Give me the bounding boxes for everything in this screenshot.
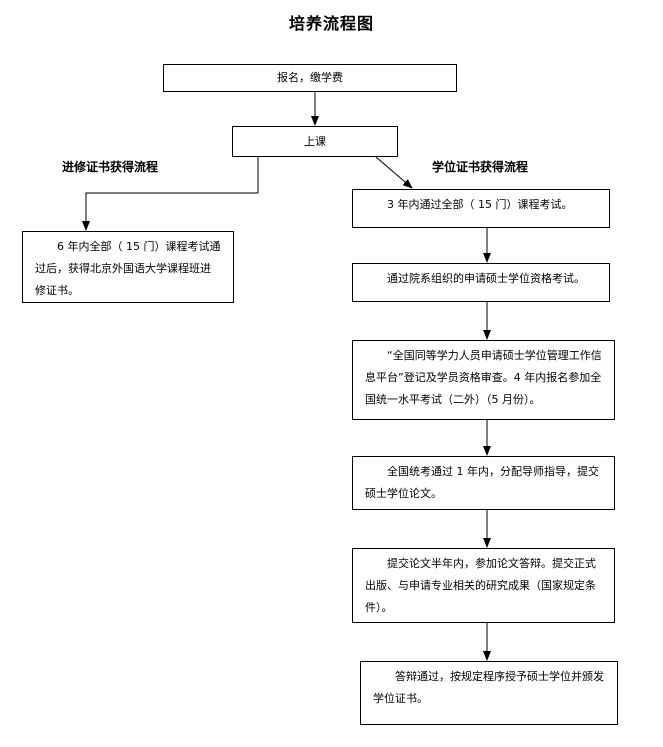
arrow-class-to-step1: [375, 156, 413, 189]
node-step-6-text: 答辩通过，按规定程序授予硕士学位并颁发学位证书。: [373, 670, 604, 705]
node-register: 报名，缴学费: [163, 64, 457, 92]
diagram-title: 培养流程图: [288, 14, 374, 33]
node-completion-certificate-text: 6 年内全部（ 15 门）课程考试通过后，获得北京外国语大学课程班进修证书。: [35, 240, 221, 297]
node-completion-certificate: 6 年内全部（ 15 门）课程考试通过后，获得北京外国语大学课程班进修证书。: [22, 231, 234, 303]
arrow-class-to-completion: [82, 157, 259, 231]
node-step-5-text: 提交论文半年内，参加论文答辩。提交正式出版、与申请专业相关的研究成果（国家规定条…: [365, 557, 596, 614]
branch-label-right: 学位证书获得流程: [432, 160, 529, 174]
node-step-5: 提交论文半年内，参加论文答辩。提交正式出版、与申请专业相关的研究成果（国家规定条…: [352, 548, 615, 623]
node-register-label: 报名，缴学费: [277, 71, 343, 84]
node-step-3: “全国同等学力人员申请硕士学位管理工作信息平台”登记及学员资格审查。4 年内报名…: [352, 340, 615, 420]
node-step-1: 3 年内通过全部（ 15 门）课程考试。: [352, 189, 610, 228]
node-step-3-text: “全国同等学力人员申请硕士学位管理工作信息平台”登记及学员资格审查。4 年内报名…: [365, 349, 602, 406]
node-step-2-text: 通过院系组织的申请硕士学位资格考试。: [387, 272, 585, 285]
node-step-4-text: 全国统考通过 1 年内，分配导师指导，提交硕士学位论文。: [365, 465, 599, 500]
node-step-6: 答辩通过，按规定程序授予硕士学位并颁发学位证书。: [360, 661, 618, 725]
node-step-1-text: 3 年内通过全部（ 15 门）课程考试。: [387, 198, 573, 211]
node-class-label: 上课: [304, 134, 326, 148]
node-step-2: 通过院系组织的申请硕士学位资格考试。: [352, 263, 610, 302]
node-class: 上课: [232, 126, 398, 157]
branch-label-left: 进修证书获得流程: [62, 160, 159, 174]
node-step-4: 全国统考通过 1 年内，分配导师指导，提交硕士学位论文。: [352, 456, 615, 510]
